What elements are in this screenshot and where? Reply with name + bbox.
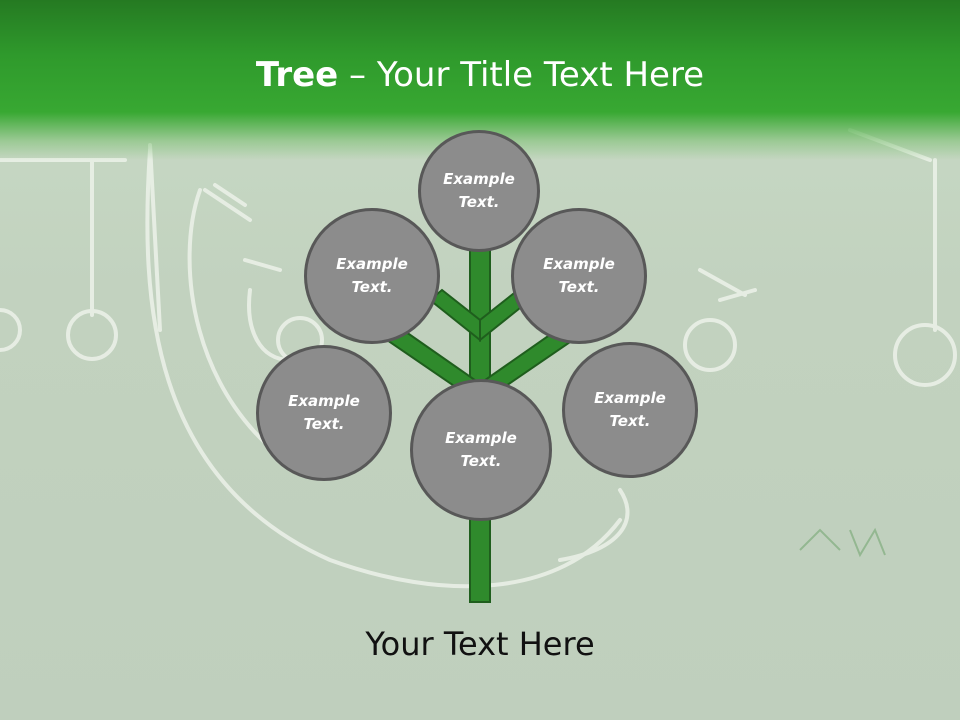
bubble-text: Example Text. [336, 255, 408, 296]
bubble-lower-left[interactable]: Example Text. [256, 345, 392, 481]
bubble-text: Example Text. [445, 429, 517, 470]
bubble-text: Example Text. [288, 392, 360, 433]
footer-text[interactable]: Your Text Here [365, 625, 595, 663]
slide-title[interactable]: Tree – Your Title Text Here [0, 52, 960, 98]
bubble-text: Example Text. [543, 255, 615, 296]
title-text: – Your Title Text Here [338, 55, 705, 95]
bubble-upper-left[interactable]: Example Text. [304, 208, 440, 344]
title-bold: Tree [255, 55, 339, 95]
bubble-top[interactable]: Example Text. [418, 130, 540, 252]
bubble-upper-right[interactable]: Example Text. [511, 208, 647, 344]
bubble-center[interactable]: Example Text. [410, 379, 552, 521]
bubble-lower-right[interactable]: Example Text. [562, 342, 698, 478]
bubble-text: Example Text. [594, 389, 666, 430]
bubble-text: Example Text. [443, 170, 515, 211]
